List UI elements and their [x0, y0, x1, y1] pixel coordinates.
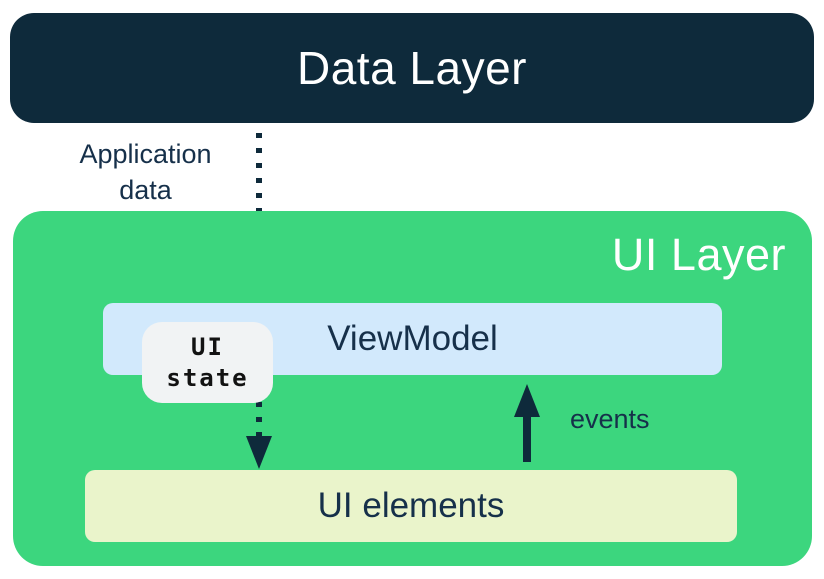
ui-state-badge-line2: state — [166, 363, 249, 392]
ui-elements-box: UI elements — [85, 470, 737, 542]
events-arrow-shaft — [523, 414, 531, 462]
ui-layer-label: UI Layer — [611, 229, 786, 280]
data-layer-label: Data Layer — [296, 42, 527, 94]
application-data-label: Application data — [79, 139, 212, 205]
ui-state-flow-dotted-line — [256, 402, 262, 436]
events-arrowhead-icon — [514, 384, 540, 417]
ui-state-flow-arrowhead-icon — [246, 436, 272, 469]
data-layer-box: Data Layer — [10, 13, 814, 123]
ui-elements-label: UI elements — [317, 486, 505, 525]
application-data-flow-dotted-line — [256, 133, 262, 264]
ui-state-badge: UI state — [142, 322, 273, 403]
events-label: events — [570, 404, 650, 434]
ui-state-badge-line1: UI — [191, 332, 224, 361]
viewmodel-label: ViewModel — [327, 319, 498, 358]
